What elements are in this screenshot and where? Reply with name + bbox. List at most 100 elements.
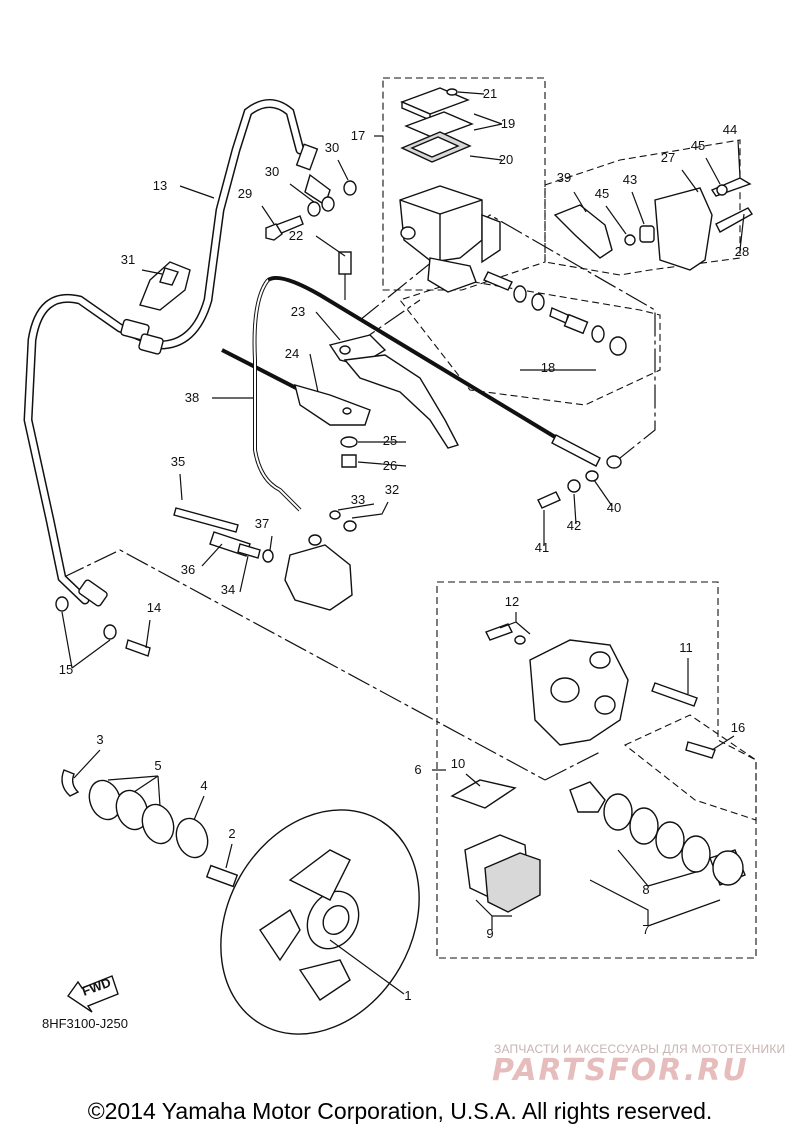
leader-line	[315, 311, 341, 341]
callout-label-43: 43	[623, 172, 637, 187]
leader-line	[239, 555, 249, 593]
leader-line	[605, 205, 627, 235]
callout-label-30b: 30	[325, 140, 339, 155]
callout-label-45a: 45	[691, 138, 705, 153]
leader-line	[357, 461, 407, 467]
callout-label-34: 34	[221, 582, 235, 597]
rear-caliper-small	[173, 507, 357, 611]
bolts	[55, 596, 151, 657]
leader-line	[589, 879, 649, 926]
leader-line	[261, 205, 275, 225]
leader-line	[225, 843, 233, 869]
leader-line	[201, 543, 223, 567]
master-cylinder	[399, 87, 501, 293]
master-cylinder-piston-kit	[483, 271, 627, 356]
leader-line	[739, 213, 745, 251]
callout-label-23: 23	[291, 304, 305, 319]
callout-label-32: 32	[385, 482, 399, 497]
brake-lever	[328, 251, 460, 449]
callout-label-36: 36	[181, 562, 195, 577]
leader-line	[179, 473, 183, 501]
callout-label-16: 16	[731, 720, 745, 735]
leader-line	[573, 493, 577, 525]
leader-line	[705, 157, 721, 185]
union-bolt-and-washers	[265, 180, 357, 241]
leader-line	[681, 169, 699, 193]
callout-label-26: 26	[383, 458, 397, 473]
leader-line	[473, 123, 503, 131]
watermark-logo: PARTSFOR.RU	[492, 1053, 749, 1088]
leader-line	[469, 155, 503, 161]
leader-line	[617, 849, 649, 887]
callout-label-29: 29	[238, 186, 252, 201]
callout-label-24: 24	[285, 346, 299, 361]
small-hardware	[537, 470, 599, 509]
leader-line	[737, 139, 741, 179]
fwd-arrow-icon	[67, 975, 119, 1013]
caliper-pistons	[569, 781, 746, 886]
leader-line	[145, 619, 151, 649]
leader-line	[337, 159, 349, 181]
callout-label-42: 42	[567, 518, 581, 533]
callout-label-4: 4	[200, 778, 207, 793]
callout-label-39: 39	[557, 170, 571, 185]
leader-line	[337, 503, 375, 511]
caliper-assembly-outline	[436, 581, 757, 959]
callout-label-7: 7	[642, 922, 649, 937]
copyright-footer: ©2014 Yamaha Motor Corporation, U.S.A. A…	[87, 1098, 713, 1124]
callout-label-2: 2	[228, 826, 235, 841]
watermark-shop-text: ЗАПЧАСТИ И АКСЕССУАРЫ ДЛЯ МОТОТЕХНИКИ	[494, 1042, 786, 1056]
leader-line	[457, 91, 485, 95]
callout-label-37: 37	[255, 516, 269, 531]
callout-label-30a: 30	[265, 164, 279, 179]
callout-label-19: 19	[501, 116, 515, 131]
callout-label-20: 20	[499, 152, 513, 167]
diagram-reference-code: 8HF3100-J250	[42, 1016, 128, 1031]
callout-label-21: 21	[483, 86, 497, 101]
hose-to-caliper-line	[61, 549, 546, 781]
leader-line	[473, 113, 503, 125]
leader-line	[315, 235, 346, 257]
leader-line	[647, 871, 697, 887]
callout-label-17: 17	[351, 128, 365, 143]
leader-line	[573, 191, 587, 213]
callout-label-12: 12	[505, 594, 519, 609]
cable-to-lever-line	[359, 214, 656, 463]
leader-line	[61, 611, 73, 669]
callout-leaders	[61, 91, 745, 995]
brake-pads	[450, 779, 541, 913]
leader-line	[107, 775, 159, 781]
leader-line	[465, 773, 481, 787]
callout-label-22: 22	[289, 228, 303, 243]
master-cylinder-internals-outline	[399, 279, 661, 406]
lever-bracket	[553, 177, 754, 271]
leader-line	[593, 479, 613, 507]
callout-label-40: 40	[607, 500, 621, 515]
callout-label-6: 6	[414, 762, 421, 777]
callout-label-31: 31	[121, 252, 135, 267]
leader-line	[133, 775, 159, 793]
callout-label-10: 10	[451, 756, 465, 771]
caliper-to-pads-line	[544, 751, 601, 781]
callout-label-41: 41	[535, 540, 549, 555]
caliper-assembly	[485, 623, 716, 759]
leader-line	[73, 749, 101, 779]
disc-hardware	[61, 769, 239, 888]
callout-label-33: 33	[351, 492, 365, 507]
leader-line	[269, 535, 273, 551]
callout-label-8: 8	[642, 882, 649, 897]
throttle-cable-and-lever	[221, 275, 622, 512]
callout-label-35: 35	[171, 454, 185, 469]
leader-line	[351, 501, 389, 519]
callout-label-3: 3	[96, 732, 103, 747]
callout-label-11: 11	[679, 640, 693, 655]
callout-label-28: 28	[735, 244, 749, 259]
leader-line	[515, 621, 531, 635]
leader-line	[141, 269, 163, 275]
callout-label-44: 44	[723, 122, 737, 137]
callout-label-14: 14	[147, 600, 161, 615]
leader-line	[711, 735, 735, 751]
